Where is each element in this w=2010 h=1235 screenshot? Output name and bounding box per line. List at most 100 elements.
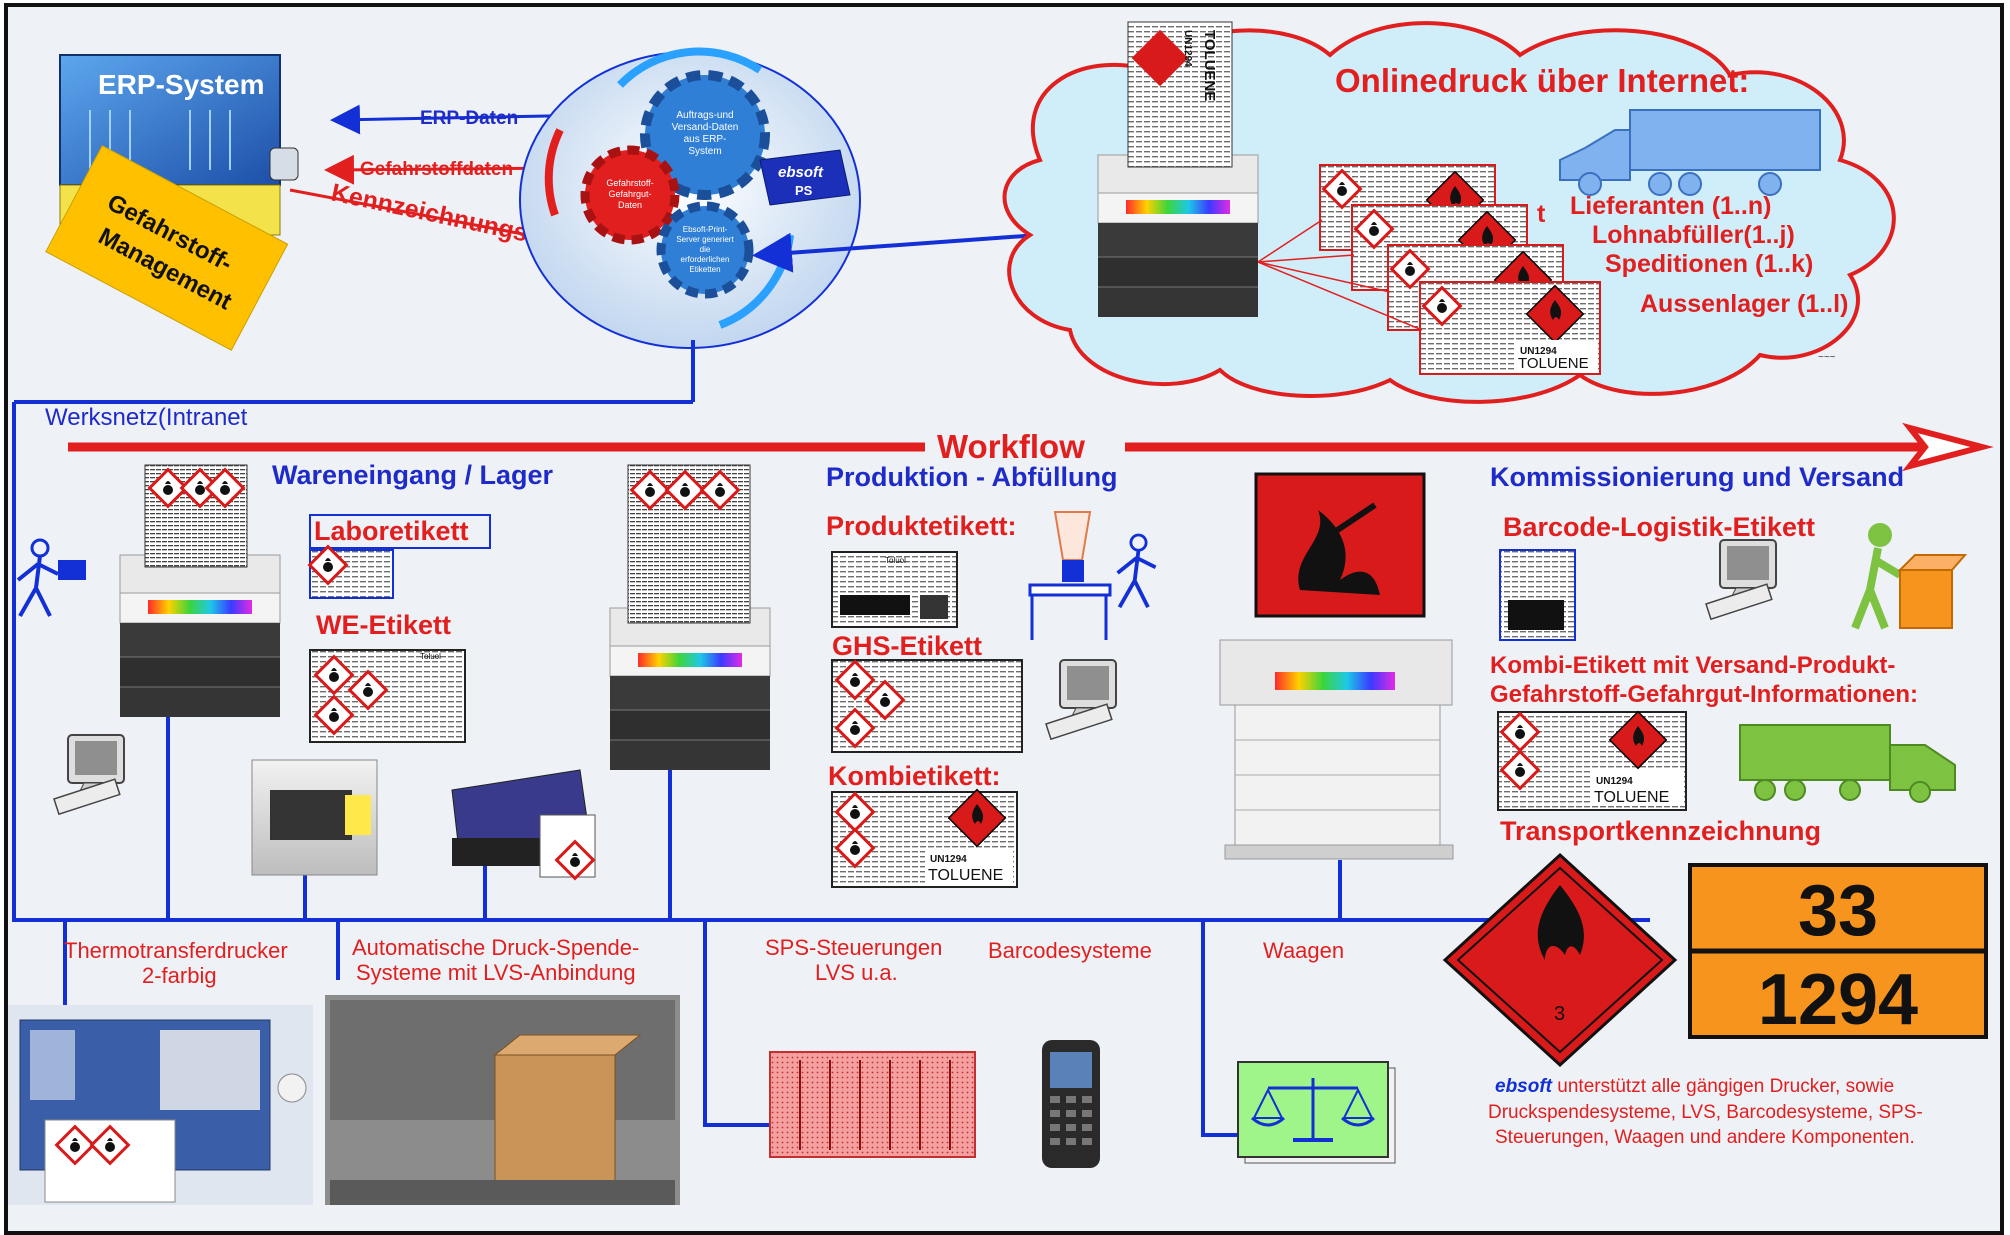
cloud-squiggle: ~~~ <box>1818 352 1836 363</box>
svg-text:TOLUENE: TOLUENE <box>1518 355 1589 372</box>
section-production: Produktion - Abfüllung <box>826 462 1117 492</box>
gear-order-data-icon: Auftrags-und Versand-Daten aus ERP- Syst… <box>640 70 770 200</box>
thermo-printer-line1: Thermotransferdrucker <box>64 938 288 963</box>
product-label-title: Produktetikett: <box>826 511 1017 541</box>
svg-text:PS: PS <box>795 183 813 198</box>
auto-print-line2: Systeme mit LVS-Anbindung <box>356 960 636 985</box>
svg-text:TOLUENE: TOLUENE <box>1201 30 1218 101</box>
ghs-label-title: GHS-Etikett <box>832 631 982 661</box>
workflow-label: Workflow <box>937 428 1085 465</box>
intranet-label: Werksnetz(Intranet <box>45 404 248 431</box>
hazmat-data-label: Gefahrstoffdaten <box>360 159 513 180</box>
svg-text:UN1294: UN1294 <box>930 854 967 865</box>
filling-station-icon <box>1028 511 1112 640</box>
printed-sheet-warehouse <box>627 464 751 624</box>
lab-label-frame <box>309 514 491 549</box>
tabletop-label-printer-icon <box>451 769 596 880</box>
lab-label-sample <box>308 545 394 599</box>
svg-text:UN1294: UN1294 <box>1596 776 1633 787</box>
product-label-sample: Toluol <box>831 551 958 628</box>
section-shipping: Kommissionierung und Versand <box>1490 462 1904 492</box>
cloud-item-forwarders: Speditionen (1..k) <box>1605 250 1813 278</box>
svg-text:Versand-Daten: Versand-Daten <box>672 122 739 133</box>
svg-text:Gefahrgut-: Gefahrgut- <box>608 189 651 199</box>
barcode-systems-label: Barcodesysteme <box>988 938 1152 963</box>
lab-label-title: Laboretikett <box>314 516 469 546</box>
svg-text:Toluol: Toluol <box>885 556 906 565</box>
combi-label-title: Kombietikett: <box>828 761 1001 791</box>
svg-text:ebsoft: ebsoft <box>778 164 824 181</box>
svg-text:Auftrags-und: Auftrags-und <box>676 110 733 121</box>
cloud-item-fillers: Lohnabfüller(1..j) <box>1592 221 1795 249</box>
gear-hazmat-data-icon: Gefahrstoff- Gefahrgut- Daten <box>580 145 680 245</box>
svg-text:ebsoft unterstützt alle gängig: ebsoft unterstützt alle gängigen Drucker… <box>1495 1076 1894 1097</box>
cloud-item-suppliers: Lieferanten (1..n) <box>1570 192 1771 220</box>
cloud-title: Onlinedruck über Internet: <box>1335 62 1749 99</box>
cloud-stray-letter: t <box>1537 200 1546 228</box>
svg-text:TOLUENE: TOLUENE <box>928 867 1003 884</box>
svg-text:aus ERP-: aus ERP- <box>684 134 727 145</box>
footer-brand: ebsoft <box>1495 1076 1553 1097</box>
printer-icon-warehouse <box>609 607 771 771</box>
cloud-printed-sheet: TOLUENE UN1294 <box>1127 21 1233 168</box>
svg-text:Daten: Daten <box>618 200 642 210</box>
green-truck-icon <box>1739 724 1956 803</box>
svg-text:Gefahrstoff-: Gefahrstoff- <box>606 178 653 188</box>
ebsoft-ps-badge: ebsoft PS <box>759 149 851 206</box>
footer-text-1: unterstützt alle gängigen Drucker, sowie <box>1552 1076 1894 1097</box>
auto-print-line1: Automatische Druck-Spende- <box>352 935 639 960</box>
ghs-label-sample <box>831 659 1023 753</box>
flammable-placard-icon <box>1254 472 1426 618</box>
erp-data-label: ERP-Daten <box>420 108 518 129</box>
print-apply-system-photo <box>325 995 680 1205</box>
svg-text:Etiketten: Etiketten <box>689 265 720 274</box>
combi-ship-label-line2: Gefahrstoff-Gefahrgut-Informationen: <box>1490 681 1918 708</box>
workflow-arrow: Workflow <box>68 422 1994 472</box>
svg-text:3: 3 <box>1554 1003 1565 1025</box>
label-printer-icon <box>251 759 378 876</box>
print-server-bubble: Auftrags-und Versand-Daten aus ERP- Syst… <box>519 47 861 349</box>
erp-title: ERP-System <box>98 69 265 100</box>
handheld-scanner-icon <box>1042 1040 1100 1168</box>
barcode-label-sample <box>1499 549 1576 641</box>
we-label-sample: Toluol <box>309 649 466 743</box>
thermal-transfer-printer-photo <box>8 1005 313 1205</box>
sps-line2: LVS u.a. <box>815 960 898 985</box>
svg-text:Ebsoft-Print-: Ebsoft-Print- <box>683 225 728 234</box>
cloud-label-stack: UN1294 TOLUENE <box>1257 164 1601 375</box>
sps-controller-icon <box>769 1051 976 1158</box>
placard-hazard-id: 33 <box>1798 871 1878 951</box>
combi-ship-label-line1: Kombi-Etikett mit Versand-Produkt- <box>1490 652 1895 679</box>
truck-icon <box>1559 109 1821 196</box>
intranet-network <box>12 400 1650 1137</box>
footer-text-2: Druckspendesysteme, LVS, Barcodesysteme,… <box>1488 1102 1923 1123</box>
svg-text:die: die <box>700 245 711 254</box>
combi-ship-label-sample: UN1294 TOLUENE <box>1497 710 1687 811</box>
multifunction-printer-icon <box>1219 639 1454 860</box>
class3-hazard-diamond: 3 <box>1442 852 1678 1068</box>
svg-text:TOLUENE: TOLUENE <box>1594 789 1669 806</box>
orange-transport-placard: 33 1294 <box>1688 863 1988 1040</box>
thermo-printer-line2: 2-farbig <box>142 963 217 988</box>
footer-note: ebsoft unterstützt alle gängigen Drucker… <box>1488 1076 1923 1148</box>
combi-label-sample: UN1294 TOLUENE <box>831 788 1018 888</box>
gear-print-server-icon: Ebsoft-Print- Server generiert die erfor… <box>656 201 754 299</box>
we-label-title: WE-Etikett <box>316 610 451 640</box>
placard-un-id: 1294 <box>1758 960 1918 1040</box>
svg-text:erforderlichen: erforderlichen <box>681 255 730 264</box>
scale-icon <box>1237 1061 1396 1164</box>
packing-worker-icon <box>1851 523 1968 630</box>
online-print-cloud: Onlinedruck über Internet: Lieferanten (… <box>1002 21 1896 404</box>
svg-text:UN1294: UN1294 <box>1520 346 1557 357</box>
section-receiving: Wareneingang / Lager <box>272 460 554 490</box>
svg-text:UN1294: UN1294 <box>1182 30 1193 67</box>
printer-icon-receiving <box>119 554 281 718</box>
cloud-item-warehouses: Aussenlager (1..l) <box>1640 290 1848 318</box>
printed-sheet-receiving <box>144 464 248 568</box>
cloud-printer-icon <box>1097 154 1259 318</box>
sps-line1: SPS-Steuerungen <box>765 935 942 960</box>
svg-text:Toluol: Toluol <box>420 652 441 661</box>
barcode-label-title: Barcode-Logistik-Etikett <box>1503 512 1815 542</box>
svg-text:System: System <box>688 146 721 157</box>
